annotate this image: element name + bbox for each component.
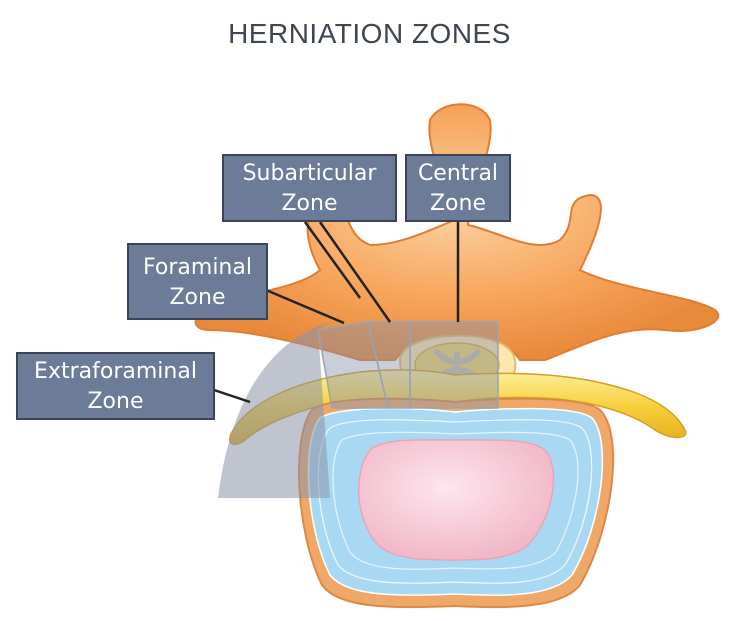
extraforaminal-zone-label: Extraforaminal Zone	[16, 352, 215, 420]
leader-lines	[213, 221, 460, 404]
central-label-line2: Zone	[429, 191, 486, 216]
subarticular-leader-2	[318, 221, 392, 323]
subarticular-label-line1: Subarticular	[242, 161, 377, 186]
foraminal-leader	[265, 288, 345, 325]
central-zone-label: Central Zone	[405, 154, 511, 222]
subarticular-zone-label: Subarticular Zone	[222, 154, 397, 222]
extraforaminal-leader	[213, 388, 251, 404]
intervertebral-disc	[298, 397, 615, 609]
foraminal-zone-label: Foraminal Zone	[127, 243, 268, 320]
extraforaminal-label-line1: Extraforaminal	[34, 359, 197, 384]
extraforaminal-zone-overlay	[218, 322, 330, 498]
zone-overlays	[218, 321, 499, 498]
foraminal-label-line2: Zone	[169, 285, 226, 310]
subarticular-leader-1	[303, 221, 362, 299]
central-label-line1: Central	[417, 161, 499, 186]
extraforaminal-label-line2: Zone	[87, 389, 144, 414]
foraminal-label-line1: Foraminal	[143, 255, 252, 280]
central-zone-overlay	[409, 321, 499, 409]
subarticular-label-line2: Zone	[281, 191, 338, 216]
diagram-title: HERNIATION ZONES	[228, 18, 511, 49]
